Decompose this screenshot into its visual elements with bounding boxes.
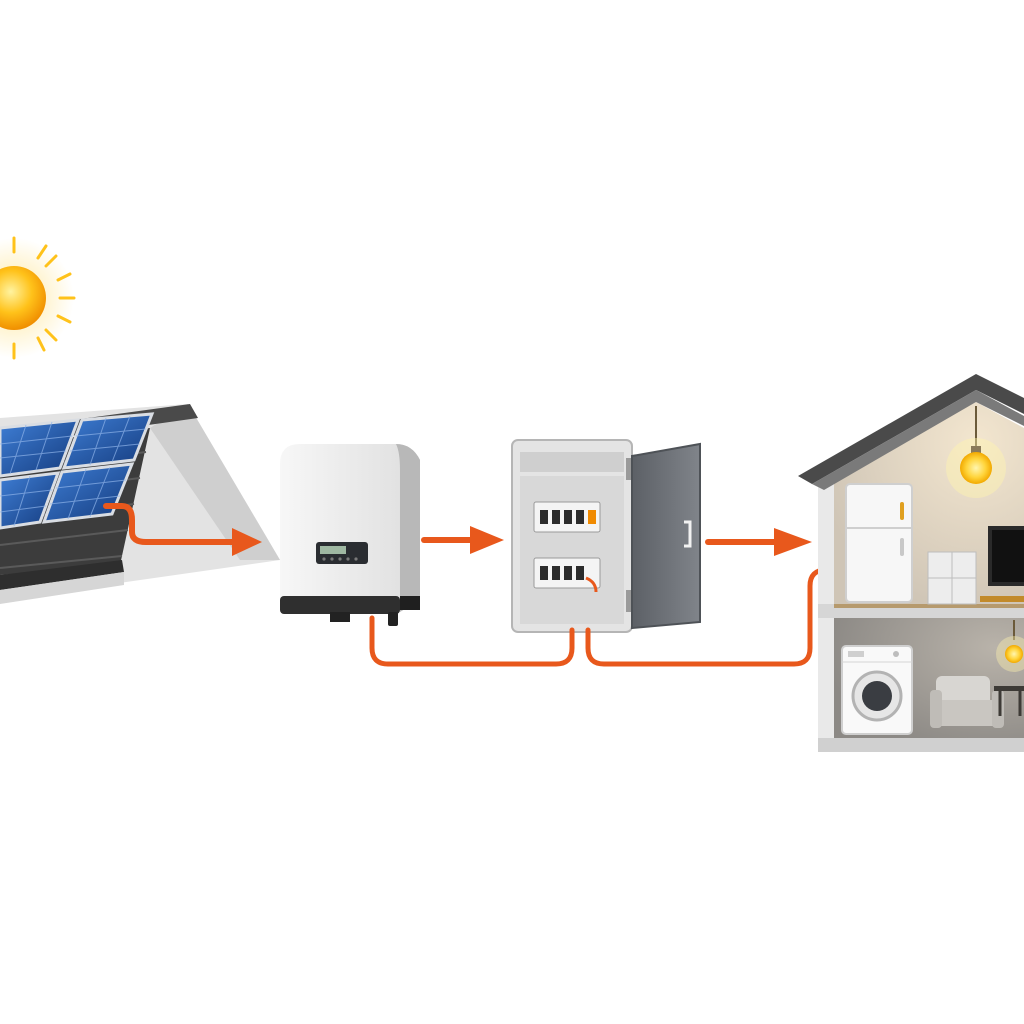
solar-panel-icon xyxy=(0,404,280,604)
refrigerator-icon xyxy=(846,484,912,602)
washing-machine-icon xyxy=(842,646,912,734)
flow-arrow-inverter-to-breaker xyxy=(424,526,504,554)
house-icon xyxy=(798,374,1024,752)
inverter-icon xyxy=(280,444,420,626)
shelf-icon xyxy=(928,552,976,604)
breaker-panel-icon xyxy=(512,440,700,632)
sun-icon xyxy=(0,238,74,358)
flow-arrow-breaker-to-house xyxy=(708,528,812,556)
